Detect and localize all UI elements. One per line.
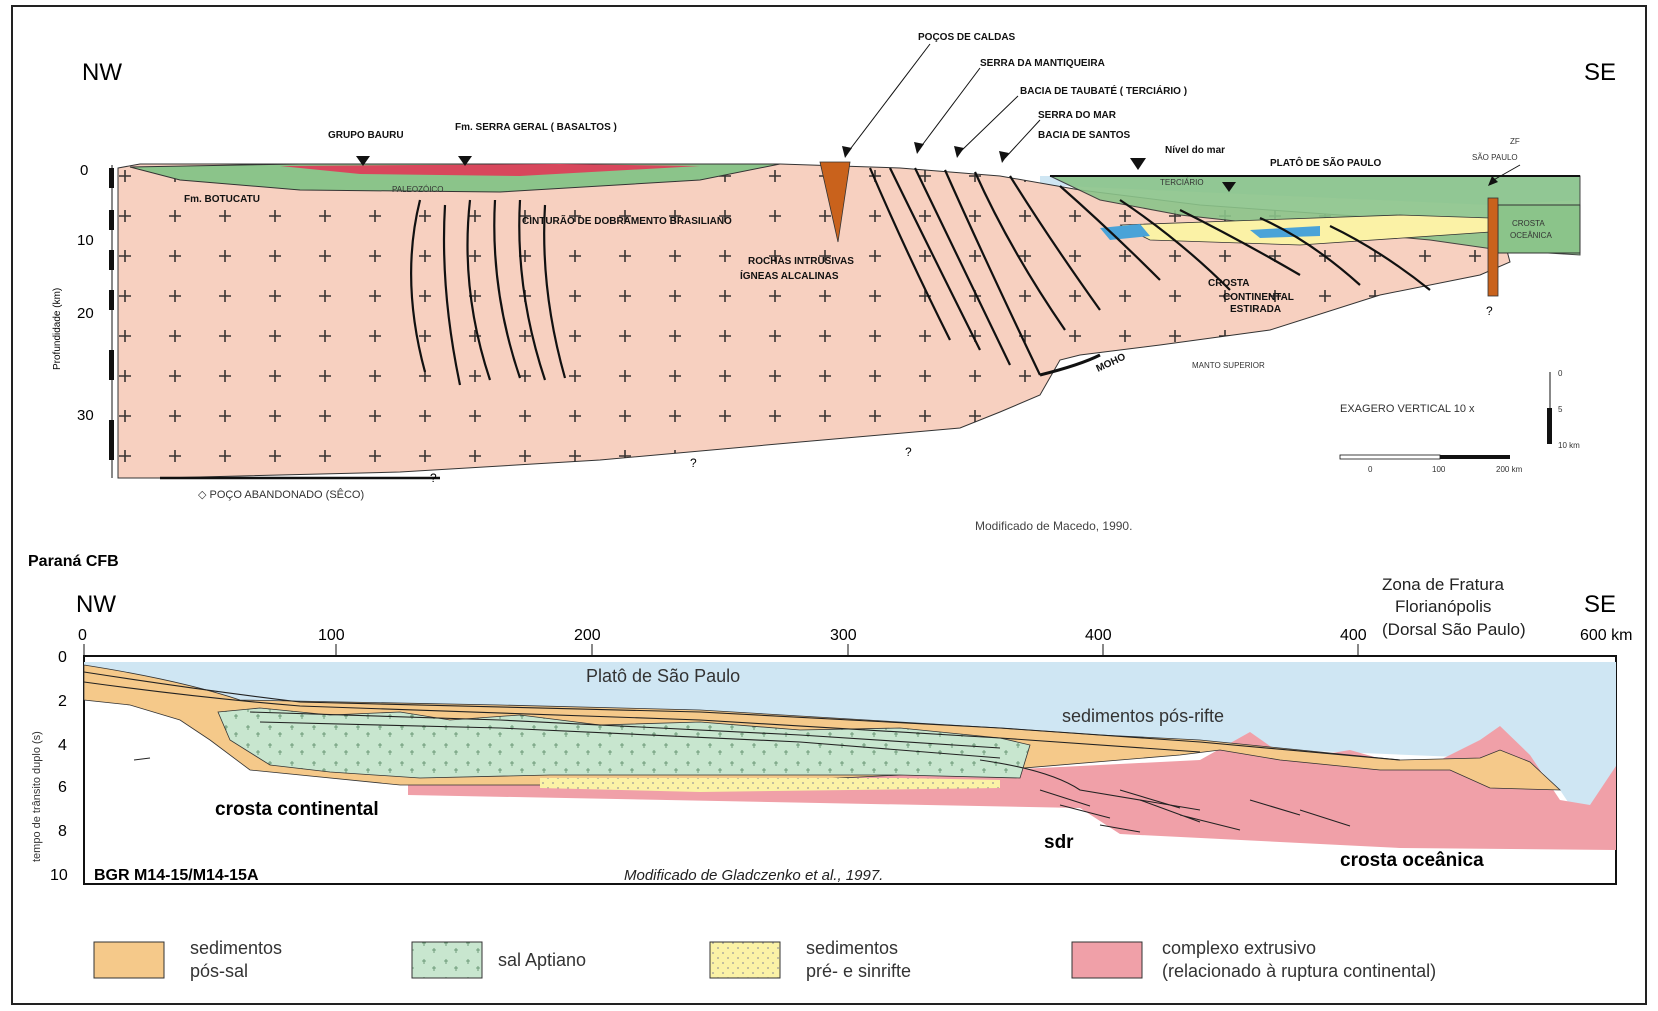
label-crosta-oceanica: crosta oceânica bbox=[1340, 850, 1484, 871]
scale-h200: 200 km bbox=[1496, 465, 1523, 474]
question-2: ? bbox=[690, 456, 697, 470]
question-4: ? bbox=[1486, 304, 1493, 318]
label-crosta-oceanica-1: CROSTA bbox=[1512, 219, 1545, 228]
x-tick-300: 300 bbox=[830, 627, 857, 644]
label-serra-mantiqueira: SERRA DA MANTIQUEIRA bbox=[980, 58, 1105, 69]
bottom-title: Paraná CFB bbox=[28, 553, 119, 570]
y-tick-6: 6 bbox=[58, 779, 67, 796]
label-crosta-estirada-1: CROSTA bbox=[1208, 278, 1249, 289]
dir-se-bottom: SE bbox=[1584, 591, 1616, 618]
label-manto: MANTO SUPERIOR bbox=[1192, 361, 1265, 370]
depth-axis: 0 10 20 30 Profundidade (km) bbox=[52, 162, 114, 478]
oceanic-crust-box bbox=[1498, 205, 1580, 253]
bottom-seismic-section: Paraná CFB NW SE Zona de Fratura Florian… bbox=[28, 553, 1632, 884]
label-exagero: EXAGERO VERTICAL 10 x bbox=[1340, 403, 1475, 415]
label-plato: Platô de São Paulo bbox=[586, 666, 740, 686]
y-tick-10: 10 bbox=[50, 867, 68, 884]
label-botucatu: Fm. BOTUCATU bbox=[184, 194, 260, 205]
x-tick-200: 200 bbox=[574, 627, 601, 644]
scale-v0: 0 bbox=[1558, 369, 1563, 378]
label-rochas-2: ÍGNEAS ALCALINAS bbox=[740, 269, 839, 282]
label-sdr: sdr bbox=[1044, 832, 1074, 853]
label-pocos-caldas: POÇOS DE CALDAS bbox=[918, 32, 1016, 43]
label-terciario: TERCIÁRIO bbox=[1160, 178, 1204, 187]
legend-pre-rift-1: sedimentos bbox=[806, 938, 898, 958]
bottom-y-axis: 0 2 4 6 8 10 tempo de trânsito duplo (s) bbox=[31, 649, 68, 884]
scale-v10: 10 km bbox=[1558, 441, 1580, 450]
label-rochas-1: ROCHAS INTRUSIVAS bbox=[748, 256, 854, 267]
depth-axis-label: Profundidade (km) bbox=[52, 288, 63, 370]
depth-tick-30: 30 bbox=[77, 407, 94, 424]
zf-dyke bbox=[1488, 198, 1498, 296]
label-bacia-santos: BACIA DE SANTOS bbox=[1038, 130, 1131, 141]
dir-nw-bottom: NW bbox=[76, 591, 116, 618]
y-tick-2: 2 bbox=[58, 693, 67, 710]
scale-h100: 100 bbox=[1432, 465, 1446, 474]
question-3: ? bbox=[905, 445, 912, 459]
label-nivel-mar: Nível do mar bbox=[1165, 145, 1225, 156]
legend-post-salt-1: sedimentos bbox=[190, 938, 282, 958]
label-zf: ZF bbox=[1510, 137, 1520, 146]
label-crosta-oceanica-2: OCEÂNICA bbox=[1510, 231, 1552, 240]
label-sed-pos-rifte: sedimentos pós-rifte bbox=[1062, 706, 1224, 726]
dir-nw-top: NW bbox=[82, 59, 122, 86]
legend: sedimentos pós-sal sal Aptiano sedimento… bbox=[94, 938, 1436, 981]
label-serra-mar: SERRA DO MAR bbox=[1038, 110, 1117, 121]
scale-bars: 0 5 10 km EXAGERO VERTICAL 10 x 0 100 20… bbox=[1340, 369, 1580, 474]
legend-extrusive-1: complexo extrusivo bbox=[1162, 938, 1316, 958]
label-macedo: Modificado de Macedo, 1990. bbox=[975, 519, 1132, 533]
label-grupo-bauru: GRUPO BAURU bbox=[328, 130, 404, 141]
legend-extrusive-2: (relacionado à ruptura continental) bbox=[1162, 961, 1436, 981]
x-tick-400a: 400 bbox=[1085, 627, 1112, 644]
label-poco-abandonado: ◇ POÇO ABANDONADO (SÊCO) bbox=[198, 488, 364, 501]
zona-fratura-2: Florianópolis bbox=[1395, 597, 1491, 616]
label-cinturao: CINTURÃO DE DOBRAMENTO BRASILIANO bbox=[522, 214, 732, 227]
zona-fratura-1: Zona de Fratura bbox=[1382, 575, 1504, 594]
legend-pre-rift-2: pré- e sinrifte bbox=[806, 961, 911, 981]
top-cross-section: 0 10 20 30 Profundidade (km) NW SE bbox=[52, 32, 1616, 533]
y-tick-0: 0 bbox=[58, 649, 67, 666]
label-plato-sp: PLATÔ DE SÃO PAULO bbox=[1270, 156, 1382, 169]
legend-salt: sal Aptiano bbox=[498, 950, 586, 970]
legend-swatch-extrusive bbox=[1072, 942, 1142, 978]
y-tick-8: 8 bbox=[58, 823, 67, 840]
y-tick-4: 4 bbox=[58, 737, 67, 754]
x-tick-0: 0 bbox=[78, 627, 87, 644]
zona-fratura-3: (Dorsal São Paulo) bbox=[1382, 620, 1526, 639]
label-paleozoico: PALEOZÓICO bbox=[392, 185, 443, 194]
label-crosta-estirada-2: CONTINENTAL bbox=[1223, 292, 1294, 303]
question-1: ? bbox=[430, 471, 437, 485]
depth-tick-10: 10 bbox=[77, 232, 94, 249]
label-bacia-taubate: BACIA DE TAUBATÉ ( TERCIÁRIO ) bbox=[1020, 84, 1187, 97]
legend-swatch-salt bbox=[412, 942, 482, 978]
x-tick-100: 100 bbox=[318, 627, 345, 644]
label-crosta-continental: crosta continental bbox=[215, 799, 379, 820]
label-serra-geral: Fm. SERRA GERAL ( BASALTOS ) bbox=[455, 122, 617, 133]
y-axis-label: tempo de trânsito duplo (s) bbox=[31, 731, 43, 862]
legend-post-salt-2: pós-sal bbox=[190, 961, 248, 981]
label-gladczenko: Modificado de Gladczenko et al., 1997. bbox=[624, 867, 883, 884]
scale-v5: 5 bbox=[1558, 405, 1563, 414]
legend-swatch-pre-rift bbox=[710, 942, 780, 978]
x-tick-600: 600 km bbox=[1580, 627, 1632, 644]
label-crosta-estirada-3: ESTIRADA bbox=[1230, 304, 1281, 315]
callout-arrows bbox=[848, 44, 1520, 182]
legend-swatch-post-salt bbox=[94, 942, 164, 978]
scale-h0: 0 bbox=[1368, 465, 1373, 474]
x-tick-400b: 400 bbox=[1340, 627, 1367, 644]
dir-se-top: SE bbox=[1584, 59, 1616, 86]
depth-tick-20: 20 bbox=[77, 305, 94, 322]
label-zf-sp: SÃO PAULO bbox=[1472, 153, 1518, 162]
depth-tick-0: 0 bbox=[80, 162, 88, 179]
label-line-id: BGR M14-15/M14-15A bbox=[94, 867, 259, 884]
